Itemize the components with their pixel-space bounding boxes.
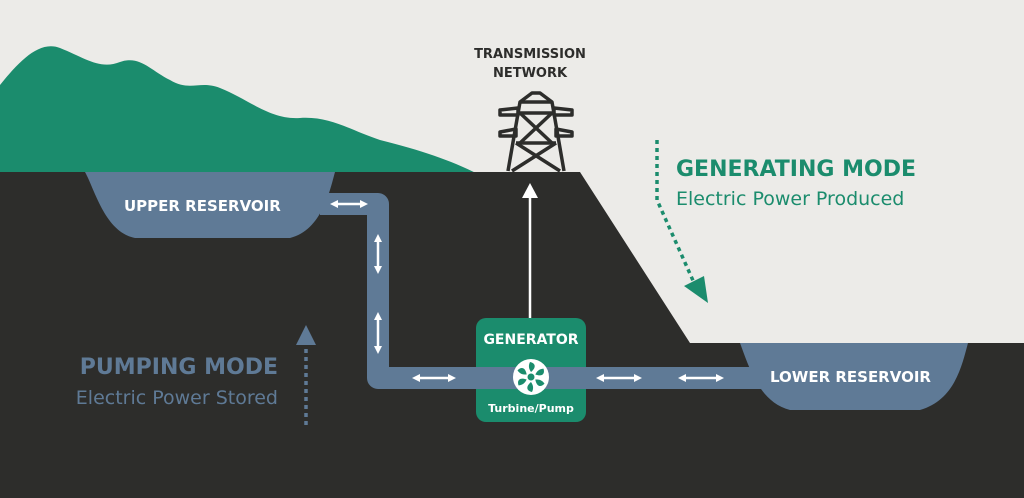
pumping-mode-subtitle: Electric Power Stored bbox=[75, 387, 278, 409]
lower-reservoir bbox=[740, 343, 968, 410]
transmission-tower-icon bbox=[498, 91, 574, 173]
generating-mode-title: GENERATING MODE bbox=[676, 157, 916, 182]
upper-reservoir bbox=[85, 172, 335, 238]
transmission-label: TRANSMISSION NETWORK bbox=[460, 45, 600, 83]
upper-reservoir-label: UPPER RESERVOIR bbox=[124, 197, 281, 215]
transmission-label-line2: NETWORK bbox=[492, 66, 568, 81]
pumping-mode-title: PUMPING MODE bbox=[79, 355, 278, 380]
generating-dashed-arrow bbox=[655, 140, 708, 303]
hills bbox=[0, 46, 478, 174]
power-up-arrow bbox=[522, 183, 538, 318]
generator-label: GENERATOR bbox=[483, 332, 579, 348]
transmission-label-line1: TRANSMISSION bbox=[474, 47, 586, 62]
pumping-dashed-arrow bbox=[296, 325, 316, 425]
lower-reservoir-label: LOWER RESERVOIR bbox=[770, 368, 931, 386]
turbine-icon bbox=[513, 359, 549, 395]
flow-arrows bbox=[330, 200, 724, 382]
turbine-label: Turbine/Pump bbox=[488, 402, 574, 415]
generating-mode-subtitle: Electric Power Produced bbox=[676, 188, 905, 210]
